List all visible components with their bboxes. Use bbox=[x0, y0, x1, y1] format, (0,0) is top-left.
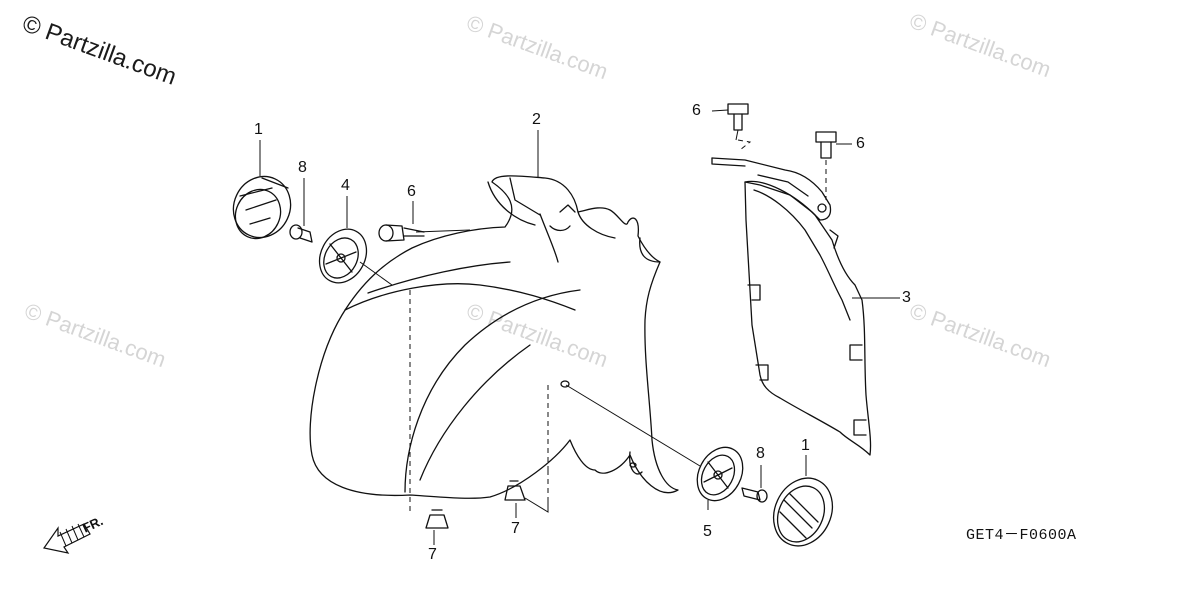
clip-left bbox=[425, 509, 449, 529]
bolt-left bbox=[378, 224, 425, 242]
callout-3: 3 bbox=[902, 289, 911, 306]
diagram-code: GET4－F0600A bbox=[966, 527, 1077, 544]
callout-6-left: 6 bbox=[407, 183, 416, 200]
cap-top bbox=[232, 175, 292, 240]
callout-8-bottom: 8 bbox=[756, 445, 765, 462]
callout-4: 4 bbox=[341, 177, 350, 194]
callout-8-top: 8 bbox=[298, 159, 307, 176]
bolt-top bbox=[727, 103, 749, 131]
callout-5: 5 bbox=[703, 523, 712, 540]
callout-7-left: 7 bbox=[428, 546, 437, 563]
inner-panel bbox=[711, 157, 872, 456]
screw-bottom bbox=[741, 487, 768, 503]
callout-1-bottom: 1 bbox=[801, 437, 810, 454]
front-fender bbox=[309, 175, 679, 499]
bolt-right bbox=[815, 131, 837, 159]
dashed-lines bbox=[409, 139, 827, 512]
connector-lines bbox=[524, 497, 549, 513]
callout-1-top: 1 bbox=[254, 121, 263, 138]
cap-bottom bbox=[772, 477, 834, 547]
callout-6-right: 6 bbox=[856, 135, 865, 152]
callout-2: 2 bbox=[532, 111, 541, 128]
clip-mid bbox=[504, 480, 526, 501]
grommet-4 bbox=[318, 228, 368, 284]
leader-lines bbox=[259, 109, 900, 545]
callout-6-top: 6 bbox=[692, 102, 701, 119]
callout-7-mid: 7 bbox=[511, 520, 520, 537]
screw-top bbox=[289, 224, 313, 243]
fr-arrow-icon bbox=[42, 523, 91, 554]
grommet-5 bbox=[696, 446, 744, 502]
